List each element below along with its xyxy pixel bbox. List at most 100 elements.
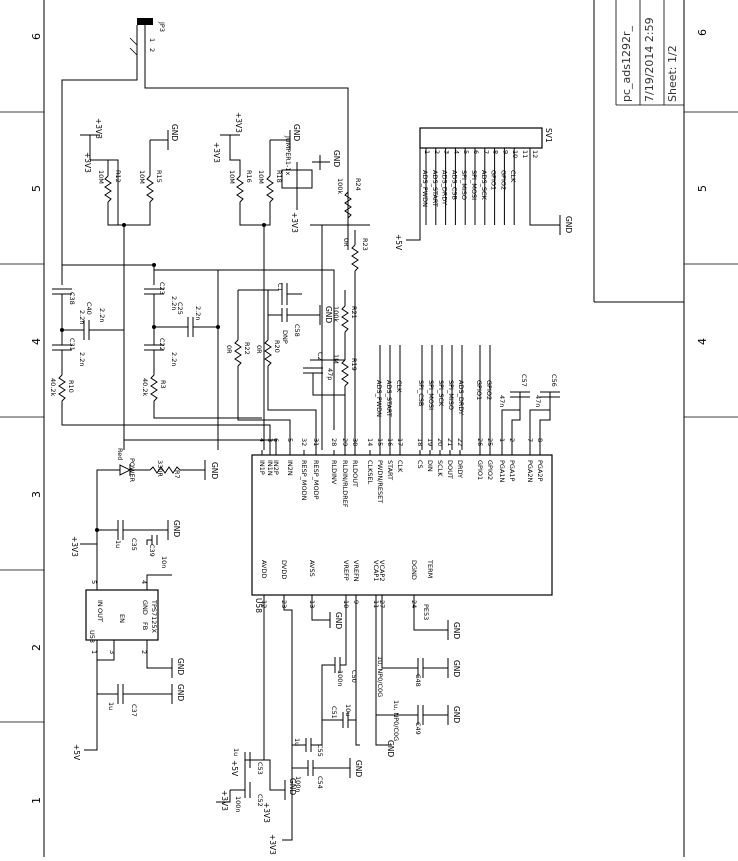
u58-net-label: SPI_MOSI xyxy=(427,380,435,410)
c31-ref: C31 xyxy=(68,338,76,351)
sv1-net-label: ADS_CSB xyxy=(450,170,458,200)
u58-bottom-pin-group: AVDD12DVDD23AVSS13VREFP10VREFN9VCAP111VC… xyxy=(260,559,434,608)
u58-pin-number: 6 xyxy=(272,438,280,442)
rail-gnd: GND xyxy=(288,778,297,795)
c51-ref: C51 xyxy=(330,706,338,719)
rail-gnd: GND xyxy=(354,760,363,777)
sv1-pin-number: 4 xyxy=(452,150,460,154)
jp3-connector: JP3 1 2 xyxy=(61,18,349,265)
u58-net-label: CLK xyxy=(395,380,403,393)
u58-pin-name: TERM xyxy=(426,559,434,578)
bias-resistor-cluster-2: +3V3 +3V3 10M R16 GND 10M R18 JUMPER1-1x… xyxy=(212,112,341,450)
u53-in: IN xyxy=(96,600,104,607)
u58-pin-name: START xyxy=(386,460,394,480)
r23-ref: R23 xyxy=(361,238,369,251)
u53-en: EN xyxy=(118,614,126,623)
r3-ref: R3 xyxy=(159,380,167,389)
c39-val: 10n xyxy=(160,556,168,568)
rail-gnd: GND xyxy=(452,706,461,723)
jumper-label: JUMPER1-1x xyxy=(284,135,292,175)
frame-numbers-right: 6 5 4 xyxy=(696,29,709,345)
rail-gnd: GND xyxy=(332,150,341,167)
r12-val: 10M xyxy=(97,170,105,184)
rail-gnd: GND xyxy=(334,612,343,629)
c2-ref: C2 xyxy=(316,352,324,361)
u58-pin-name: RLDIN/RLDREF xyxy=(341,460,349,508)
c55-ref: C55 xyxy=(316,744,324,757)
sv1-pin-number: 8 xyxy=(492,150,500,154)
r20-val: 0R xyxy=(255,345,263,354)
c54-val: 100n xyxy=(294,776,302,793)
c22-ref: C22 xyxy=(158,338,166,351)
u58-net-label: SPI_SCK xyxy=(437,380,445,407)
c54-ref: C54 xyxy=(316,776,324,789)
u53-pin-5: 5 xyxy=(90,580,98,584)
r16-ref: R16 xyxy=(245,170,253,183)
r23-val: 0R xyxy=(342,238,350,247)
c37-ref: C37 xyxy=(130,704,138,717)
sv1-pin-number: 11 xyxy=(521,150,529,158)
r18-val: 10M xyxy=(257,170,265,184)
c31-val: 2.2n xyxy=(78,352,86,366)
c53-val: 1u xyxy=(232,748,240,756)
c38-val: 2.2n xyxy=(78,310,86,324)
sv1-net-label: SPI_MISO xyxy=(460,170,468,200)
u58-pin-number: 28 xyxy=(330,438,338,446)
u53-regulator: U53 TPS7125X IN OUT EN GND FB 5 4 1 3 2 … xyxy=(70,520,185,761)
r10-ref: R10 xyxy=(67,380,75,393)
frame-numbers-left: 6 5 4 3 2 1 xyxy=(30,33,43,804)
jp3-pin2: 2 xyxy=(148,48,156,52)
title-filename: pc_ads1292r_ xyxy=(620,25,633,102)
resp-network: 0R R22 0R R20 DNP C1 C58 GND xyxy=(154,269,335,450)
u58-pin-number: 21 xyxy=(446,438,454,446)
u58-pin-number: 31 xyxy=(312,438,320,446)
rld-feedback: 100k R21 1M R19 C2 47p xyxy=(303,224,370,450)
r7-ref: R7 xyxy=(173,470,181,479)
u58-pin-name: AVDD xyxy=(260,560,268,579)
u58-pin-number: 32 xyxy=(300,438,308,446)
u58-pin-name: PGA1P xyxy=(508,460,516,482)
rail-label: +3V3 xyxy=(70,536,79,557)
frame-number: 4 xyxy=(30,338,43,345)
r15-ref: R15 xyxy=(155,170,163,183)
u58-pin-name: IN1N xyxy=(266,460,274,476)
c56-ref: C56 xyxy=(550,374,558,387)
sv1-pin-number: 7 xyxy=(482,150,490,154)
u58-pin-name: DIN xyxy=(426,460,434,472)
sv1-pin-number: 2 xyxy=(433,150,441,154)
sv1-net-label: ADS_DRDY xyxy=(441,170,449,205)
rail-label: +5V xyxy=(394,234,403,251)
frame-number: 1 xyxy=(30,797,43,804)
sv1-pin-number: 5 xyxy=(462,150,470,154)
c37-val: 1u xyxy=(107,702,115,710)
r20-ref: R20 xyxy=(273,340,281,353)
sv1-pin-number: 10 xyxy=(511,150,519,158)
rail-gnd: GND xyxy=(210,462,219,479)
rail-gnd: GND xyxy=(170,124,179,141)
u58-net-label: ADS_START xyxy=(385,380,393,417)
rail-label: +3V3 xyxy=(212,142,221,163)
jp3-pin1: 1 xyxy=(148,38,156,42)
c50-val: 100n xyxy=(336,670,344,687)
c57-ref: C57 xyxy=(520,374,528,387)
power-led: POWER Red 330R R7 GND xyxy=(96,448,219,530)
u58-pin-name: IN2N xyxy=(286,460,294,476)
frame-number: 5 xyxy=(696,185,709,192)
u53-out: OUT xyxy=(96,608,104,622)
c58-ref: C58 xyxy=(293,324,301,337)
c48-val: 1u, NP0/C0G xyxy=(392,700,400,741)
c50-ref: C50 xyxy=(350,670,358,683)
r10-val: 40.2k xyxy=(49,378,57,396)
rail-gnd: GND xyxy=(564,216,573,233)
u58-pin-name: DVDD xyxy=(280,560,288,579)
u58-pin-number: 30 xyxy=(351,438,359,446)
u58-pin-number: 14 xyxy=(366,438,374,446)
r22-ref: R22 xyxy=(243,342,251,355)
r15-val: 10M xyxy=(138,170,146,184)
sv1-net-label: ADS_START xyxy=(431,170,439,207)
sv1-net-label: SPI_MOSI xyxy=(470,170,478,200)
u53-fb: FB xyxy=(141,622,149,630)
u58-pin-name: RESP_MODP xyxy=(312,460,320,500)
u58-pin-name: GPIO1 xyxy=(476,460,484,480)
c25-ref: C25 xyxy=(176,302,184,315)
